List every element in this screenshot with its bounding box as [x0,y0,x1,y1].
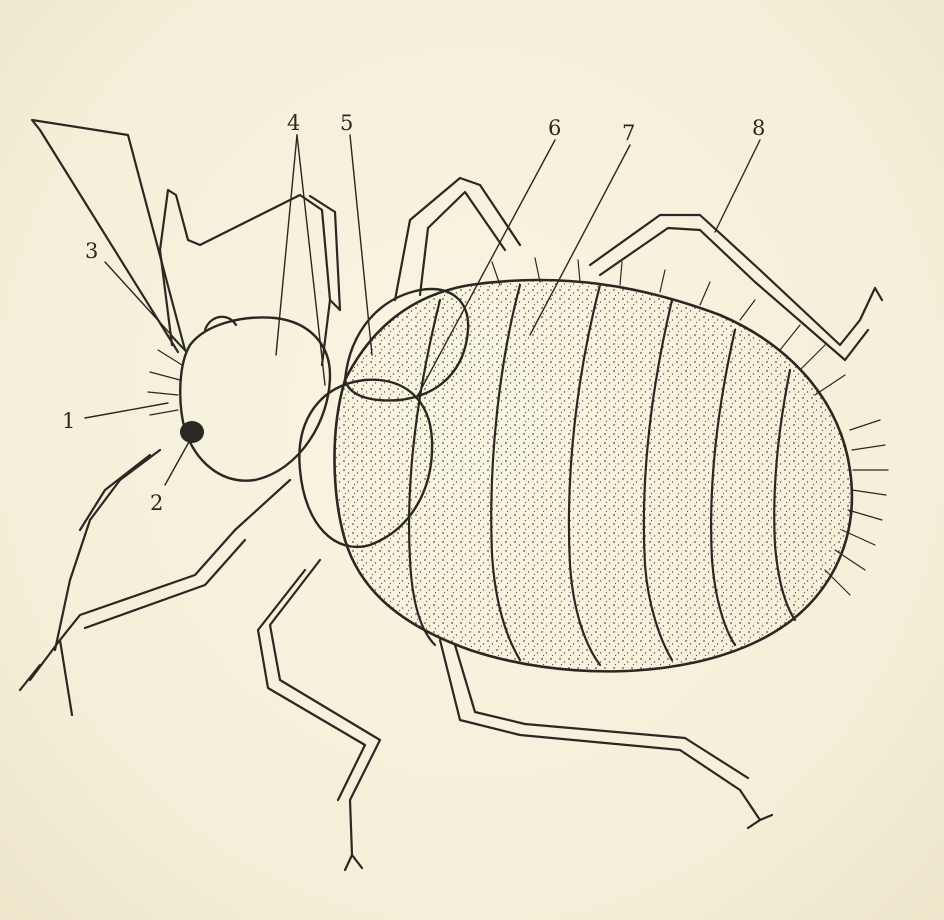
head [148,317,330,481]
label-5: 5 [340,111,353,135]
abdomen [334,258,888,671]
eye [180,421,204,443]
leg-middle-lower [258,560,380,870]
leader-2 [165,440,190,485]
leader-5 [350,135,372,355]
label-7: 7 [622,121,635,145]
label-3: 3 [85,239,98,263]
leader-4b [297,135,325,385]
leg-front-lower [20,480,290,715]
label-4: 4 [287,111,300,135]
head-capsule [180,317,330,480]
label-1: 1 [62,409,75,433]
label-8: 8 [752,116,765,140]
label-2: 2 [150,491,163,515]
leader-8 [715,140,760,232]
label-6: 6 [548,116,561,140]
leader-1 [85,403,168,418]
